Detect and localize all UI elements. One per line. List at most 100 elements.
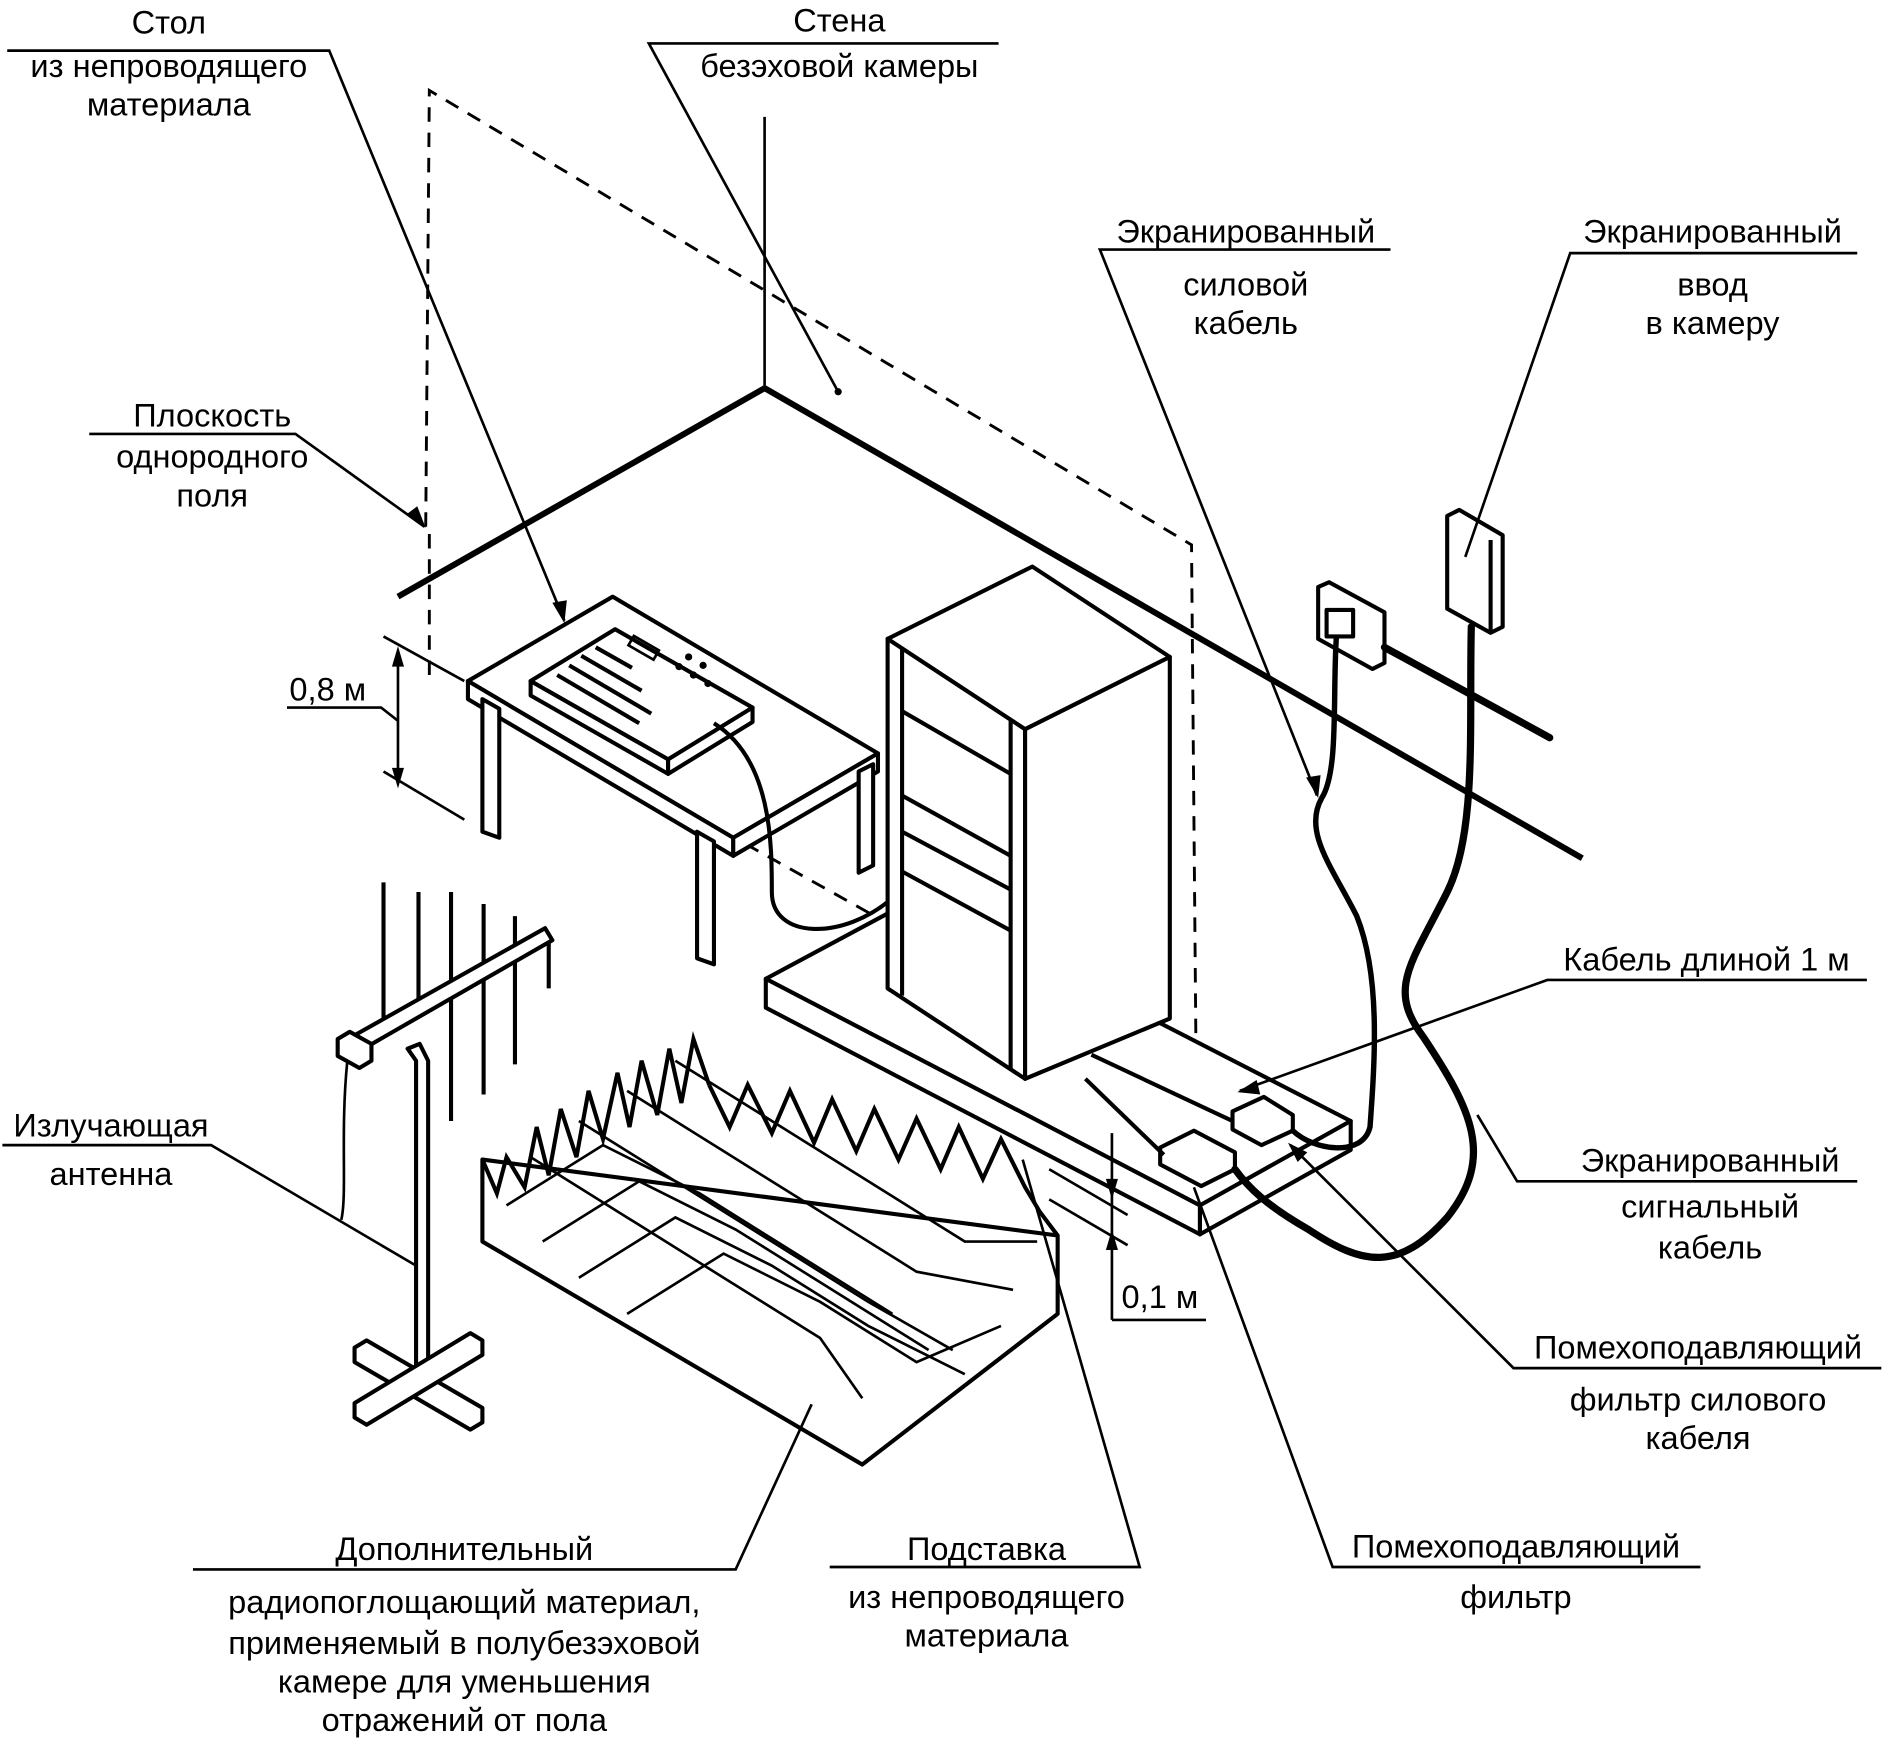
leader-cable-1m bbox=[1239, 978, 1867, 1093]
shielded-power-cable bbox=[1290, 636, 1378, 1151]
power-cable-1m bbox=[1090, 1052, 1234, 1123]
label-line: Экранированный bbox=[1581, 1143, 1840, 1179]
leader-absorber bbox=[192, 1403, 813, 1571]
callout-shielded-entry: Экранированный ввод в камеру bbox=[1583, 213, 1842, 341]
cabinet-drawer-line bbox=[901, 709, 1012, 776]
control-button bbox=[675, 662, 683, 671]
arrow-icon bbox=[1237, 1080, 1261, 1095]
label-line: Кабель длиной 1 м bbox=[1563, 941, 1849, 977]
control-unit-side bbox=[666, 705, 755, 776]
table-leg-back-right bbox=[856, 762, 876, 875]
label-line: материала bbox=[87, 87, 252, 123]
nonconductive-table bbox=[465, 594, 881, 967]
radiating-antenna bbox=[335, 882, 555, 1432]
chamber-edges bbox=[396, 116, 1584, 861]
leader-signal-cable bbox=[1476, 1114, 1858, 1183]
callout-shielded-signal-cable: Экранированный сигнальный кабель bbox=[1581, 1143, 1840, 1266]
label-line: Помехоподавляющий bbox=[1352, 1528, 1680, 1564]
callout-stand: Подставка из непроводящего материала bbox=[848, 1531, 1125, 1654]
leader-wall bbox=[646, 42, 999, 393]
control-slot bbox=[594, 645, 633, 670]
label-line: поля bbox=[176, 477, 248, 513]
leader-stand bbox=[829, 1159, 1142, 1569]
leader-antenna bbox=[2, 1143, 417, 1267]
absorber-base bbox=[480, 1157, 1060, 1467]
wall-floor-edge-left bbox=[396, 385, 767, 600]
cabinet-drawer-line bbox=[901, 793, 1012, 858]
control-slot bbox=[580, 653, 643, 693]
arrow-icon bbox=[407, 506, 426, 528]
arrow-icon bbox=[552, 600, 567, 624]
control-slot bbox=[556, 673, 641, 726]
leader-filter bbox=[1192, 1186, 1701, 1569]
label-line: Излучающая bbox=[13, 1108, 208, 1144]
label-line: антенна bbox=[50, 1156, 174, 1192]
label-line: кабеля bbox=[1646, 1420, 1751, 1456]
callout-absorber: Дополнительный радиопоглощающий материал… bbox=[228, 1531, 700, 1738]
callout-power-filter: Помехоподавляющий фильтр силового кабеля bbox=[1534, 1329, 1862, 1455]
antenna-mast bbox=[405, 1041, 431, 1383]
callout-filter: Помехоподавляющий фильтр bbox=[1352, 1528, 1680, 1615]
control-slot bbox=[568, 663, 653, 716]
control-button bbox=[699, 661, 707, 669]
label-line: Экранированный bbox=[1116, 213, 1375, 249]
label-line: ввод bbox=[1677, 266, 1748, 302]
label-line: сигнальный bbox=[1621, 1188, 1799, 1224]
arrow-up-icon bbox=[1105, 1229, 1118, 1250]
wall-floor-edge-right bbox=[763, 385, 1584, 861]
shielded-chamber-entry bbox=[1445, 507, 1505, 635]
label-line: Экранированный bbox=[1583, 213, 1842, 249]
label-line: силовой bbox=[1183, 266, 1308, 302]
callout-cable-1m: Кабель длиной 1 м bbox=[1563, 941, 1849, 977]
dimension-extension bbox=[382, 635, 465, 683]
shielded-signal-cable bbox=[1231, 623, 1478, 1261]
absorber-pyramid-grid bbox=[505, 1059, 1038, 1400]
label-line: камере для уменьшения bbox=[278, 1663, 651, 1699]
outlet-socket bbox=[1324, 607, 1356, 639]
label-line: в камеру bbox=[1646, 305, 1781, 341]
arrow-down-icon bbox=[1105, 1178, 1118, 1200]
label-line: Плоскость bbox=[133, 398, 291, 434]
label-line: радиопоглощающий материал, bbox=[228, 1584, 700, 1620]
label-line: Помехоподавляющий bbox=[1534, 1329, 1862, 1365]
callout-wall: Стена безэховой камеры bbox=[700, 2, 978, 84]
label-line: материала bbox=[905, 1618, 1070, 1654]
table-leg-front-left bbox=[480, 697, 502, 840]
callout-table: Стол из непроводящего материала bbox=[30, 5, 307, 123]
absorber-spikes-back-row bbox=[480, 1031, 712, 1200]
equipment-cabinet bbox=[885, 564, 1172, 1081]
stand-height-dimension: 0,1 м bbox=[1048, 1133, 1206, 1322]
arrow-up-icon bbox=[391, 646, 405, 667]
label-line: отражений от пола bbox=[322, 1702, 608, 1738]
leader-lines bbox=[2, 42, 1882, 1571]
control-button bbox=[704, 679, 712, 688]
dimension-extension bbox=[1048, 1168, 1129, 1217]
arrow-down-icon bbox=[391, 767, 405, 789]
control-button bbox=[689, 671, 698, 679]
label-line: кабель bbox=[1658, 1229, 1762, 1265]
label-line: фильтр bbox=[1460, 1579, 1571, 1615]
callout-shielded-power-cable: Экранированный силовой кабель bbox=[1116, 213, 1375, 341]
signal-cable-1m bbox=[1083, 1077, 1166, 1157]
label-line: однородного bbox=[116, 439, 308, 475]
leader-power-filter bbox=[1289, 1144, 1882, 1370]
label-line: применяемый в полубезэховой bbox=[228, 1625, 700, 1661]
label-line: фильтр силового bbox=[1570, 1381, 1827, 1417]
label-line: Подставка bbox=[907, 1531, 1067, 1567]
antenna-connector bbox=[335, 1029, 374, 1071]
uniform-plane-outline bbox=[424, 87, 1198, 1094]
callout-uniform-plane: Плоскость однородного поля bbox=[116, 398, 308, 514]
control-button bbox=[685, 653, 693, 661]
control-display bbox=[626, 634, 661, 662]
cabinet-side bbox=[1023, 654, 1172, 1081]
stand-height-label: 0,1 м bbox=[1122, 1279, 1199, 1315]
antenna-feed-cable bbox=[340, 1060, 349, 1221]
cabinet-drawer-line bbox=[901, 869, 1012, 933]
table-height-dimension: 0,8 м bbox=[287, 635, 465, 821]
dimension-extension bbox=[1048, 1198, 1129, 1247]
table-leg-front-right bbox=[695, 829, 716, 967]
dimension-leader bbox=[287, 706, 399, 722]
absorber-block bbox=[480, 1031, 1060, 1467]
label-line: из непроводящего bbox=[848, 1579, 1125, 1615]
